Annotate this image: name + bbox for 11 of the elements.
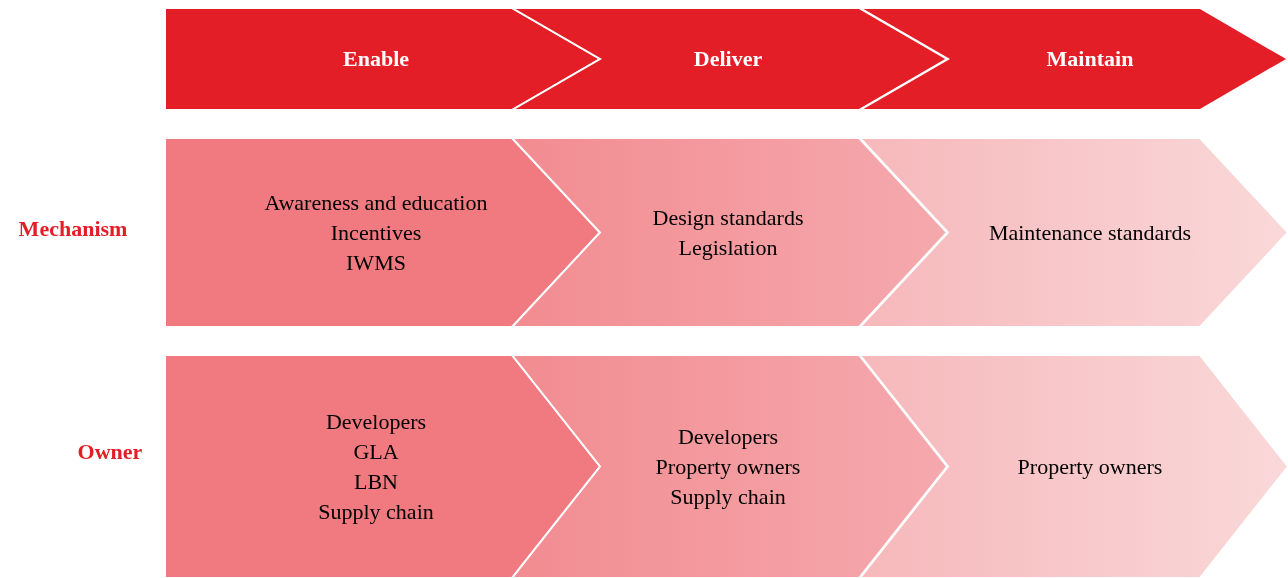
list-item: Legislation xyxy=(678,233,778,262)
row-label: Owner xyxy=(77,437,143,466)
stage-heading: Maintain xyxy=(1046,45,1134,73)
list-item: Maintenance standards xyxy=(988,218,1192,247)
list-item: Property owners xyxy=(655,452,801,481)
row-label: Mechanism xyxy=(18,214,128,243)
list-item: Supply chain xyxy=(670,482,786,511)
list-item: Property owners xyxy=(1017,452,1163,481)
stage-heading: Deliver xyxy=(693,45,763,73)
list-item: Developers xyxy=(677,422,779,451)
list-item: Design standards xyxy=(652,203,804,232)
